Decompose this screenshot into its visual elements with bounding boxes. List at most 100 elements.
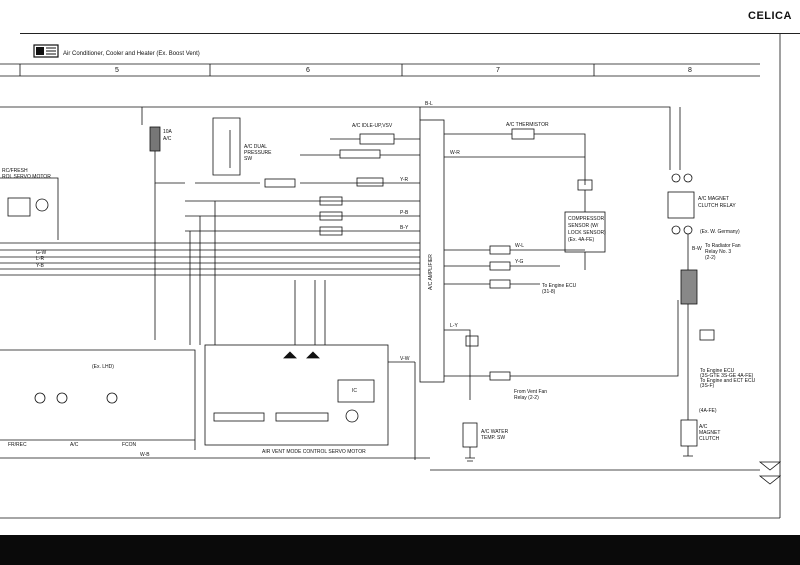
connector [489,261,511,271]
connector [489,371,511,381]
magnet-clutch-label: A/C [699,424,708,430]
wire-color-label: P-B [400,210,409,216]
wire-color-label: B-W [692,246,702,252]
magnet-clutch-relay [667,191,695,219]
wire-ly-right [444,300,679,377]
magnet-clutch-label: (4A-FE) [699,408,717,414]
magnet-clutch-label: CLUTCH [699,436,720,442]
connector [319,226,343,236]
wire-servo-vertical [294,280,326,345]
switch-label: A/C [70,442,79,448]
switch-label: FR/REC [8,442,27,448]
amplifier-label: A/C AMPLIFIER [428,254,434,290]
servo-connector [213,412,265,422]
connector [356,177,384,187]
ground-triangle [758,475,782,485]
relay-connector-block [680,269,698,305]
engine-ecu-label: (31-8) [542,289,556,295]
engine-ecu-lower-label: To Engine ECU [700,368,735,374]
thermistor-label: A/C THERMISTOR [506,122,549,128]
ac-thermistor [511,128,535,140]
motor-circle [35,198,49,212]
connector [489,245,511,255]
ground-symbol [683,446,693,457]
model-title: CELICA [748,10,792,22]
servo-connector [275,412,329,422]
connector [319,211,343,221]
connector-circle [683,225,693,235]
idle-up-label: A/C IDLE-UP,VSV [352,123,393,129]
vent-fan-label: From Vent Fan [514,389,547,395]
ic-label: IC [352,388,357,394]
indicator-lamp [56,392,68,404]
dual-pressure-label: SW [244,156,252,162]
wire-color-label: B-L [425,101,433,107]
grid-number: 7 [496,67,500,74]
manual-logo-icon [33,44,59,58]
wire-color-label: B-Y [400,225,409,231]
fuse-label: A/C [163,136,172,142]
recirc-servo-label: ROL SERVO MOTOR [2,174,51,180]
wire-color-label: Y-G [515,259,524,265]
vent-fan-label: Relay (2-2) [514,395,539,401]
compressor-sensor-label: COMPRESSOR [568,216,605,222]
ex-lhd-label: (Ex. LHD) [92,364,114,370]
grid-number: 8 [688,67,692,74]
magnet-clutch-label: MAGNET [699,430,720,436]
grid-number: 6 [306,67,310,74]
radiator-fan-label: (2-2) [705,255,716,261]
diode [283,351,320,359]
engine-ecu-lower-label: To Engine and ECT ECU [700,378,756,384]
germany-note: (Ex. W. Germany) [700,229,740,235]
dual-pressure-sw-box [212,117,241,176]
wire-thermistor [444,133,586,185]
header-rule [20,33,800,34]
switch-label: FCON [122,442,137,448]
radiator-fan-label: To Radiator Fan [705,243,741,249]
wire-bl-top [0,106,671,170]
servo-motor-label: AIR VENT MODE CONTROL SERVO MOTOR [262,449,366,455]
water-temp-label: TEMP. SW [481,435,505,441]
indicator-lamp [34,392,46,404]
engine-ecu-lower-label: (3S-GTE 3S-GE 4A-FE) [700,373,754,379]
connector [264,178,296,188]
ac-amplifier-box [419,119,445,383]
fuse-label: 10A [163,129,173,135]
wire-color-label: G-W [36,250,47,256]
connector [489,279,511,289]
engine-ecu-lower-label: (3S-F) [700,383,715,389]
dual-pressure-label: A/C DUAL [244,144,267,150]
wire-color-label: Y-R [400,177,409,183]
servo-block [7,197,31,217]
compressor-sensor-label: LOCK SENSOR) [568,230,606,236]
wire-ly [444,329,471,400]
dual-pressure-label: PRESSURE [244,150,272,156]
wire-color-label: W-R [450,150,460,156]
wire-color-label: L-R [36,256,44,262]
water-temp-label: A/C WATER [481,429,509,435]
clutch-relay-label: CLUTCH RELAY [698,203,736,209]
fuse-10a [149,126,161,152]
connector-circle [683,173,693,183]
wire-color-label: W-B [140,452,150,458]
recirc-servo-label: RC/FRESH [2,168,28,174]
wire-color-label: W-L [515,243,524,249]
grid-number: 5 [115,67,119,74]
ac-magnet-clutch [680,419,698,447]
wire-color-label: L-Y [450,323,458,329]
connector-circle [671,173,681,183]
bottom-band [0,535,800,565]
wire-color-label: Y-B [36,263,45,269]
connector [319,196,343,206]
wire-color-label: V-W [400,356,410,362]
switch-panel-box [0,349,196,450]
idle-up-vsv [359,133,395,145]
ground-triangle [758,461,782,471]
ground-symbol [465,457,475,462]
connector-circle [671,225,681,235]
connector [339,149,381,159]
wire-servo-feed [185,200,420,232]
servo-motor-circle [345,409,359,423]
